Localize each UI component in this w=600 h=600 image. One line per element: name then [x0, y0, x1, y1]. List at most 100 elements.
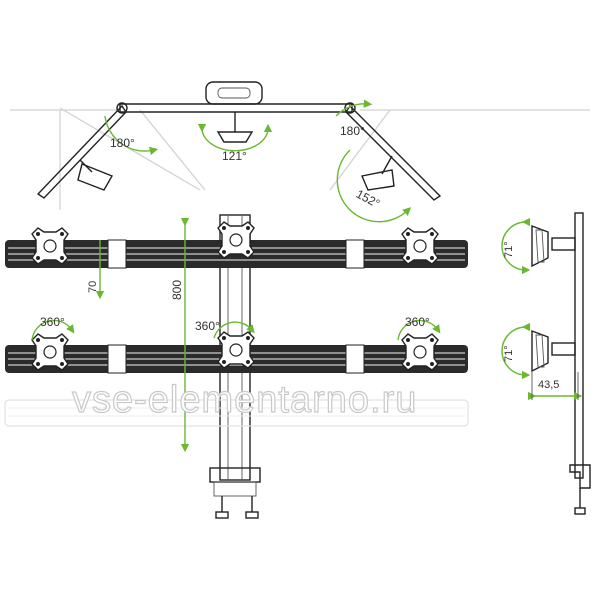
front-view: 800 70 360° 360° 360°: [4, 214, 469, 519]
watermark-text: vse-elementarno.ru: [72, 379, 417, 421]
vesa-plate: [401, 227, 439, 265]
vesa-screw-hole: [406, 362, 410, 366]
top-center-angle-label: 121°: [222, 149, 247, 163]
vesa-screw-hole: [430, 256, 434, 260]
vesa-plate-body: [31, 333, 69, 371]
vesa-plate: [217, 221, 255, 259]
vesa-plate: [31, 227, 69, 265]
top-arm-left: [36, 104, 127, 199]
vesa-screw-hole: [406, 338, 410, 342]
tilt-arc-lower: [501, 322, 531, 380]
rotation-left-label: 360°: [40, 315, 65, 329]
top-arm-right: [345, 104, 442, 201]
vesa-screw-hole: [60, 232, 64, 236]
left-mount-top: [77, 163, 114, 191]
shadow-bar: [4, 399, 469, 427]
vesa-plate: [401, 333, 439, 371]
rotation-arc-right: [397, 319, 441, 341]
bar-joint: [345, 344, 365, 374]
top-view: 180° 121° 180° 152°: [10, 81, 590, 223]
vesa-screw-hole: [246, 360, 250, 364]
vesa-screw-hole: [246, 336, 250, 340]
side-clamp-knob: [574, 507, 586, 515]
angle-arc-tilt: [336, 149, 412, 223]
clamp-handle-slot: [217, 87, 251, 99]
vesa-screw-hole: [222, 336, 226, 340]
pole-height-label: 800: [170, 280, 184, 300]
left-mount-stem: [79, 159, 93, 173]
vesa-hub: [43, 239, 57, 253]
right-mount-stem: [381, 155, 393, 175]
bar-joint: [107, 344, 127, 374]
side-tilt-upper-label: 71°: [503, 241, 515, 258]
top-right-tilt-label: 152°: [354, 187, 383, 211]
side-clamp: [569, 464, 591, 489]
vesa-screw-hole: [246, 250, 250, 254]
top-left-angle-label: 180°: [110, 136, 135, 150]
tilt-arc-upper: [501, 217, 531, 275]
vesa-screw-hole: [406, 256, 410, 260]
right-joint: [344, 102, 356, 114]
vesa-screw-hole: [36, 362, 40, 366]
bar-joint: [345, 239, 365, 269]
vesa-hub: [413, 345, 427, 359]
vesa-screw-hole: [246, 226, 250, 230]
center-mount-top: [216, 131, 254, 143]
side-mount-lower: [531, 329, 549, 373]
side-view: 71° 71° 43,5: [501, 212, 591, 515]
vesa-screw-hole: [430, 232, 434, 236]
clamp-knob-left: [215, 511, 229, 519]
side-arm-lower: [551, 342, 576, 356]
side-depth-label: 43,5: [538, 379, 559, 391]
vesa-hub: [229, 343, 243, 357]
clamp-knob-right: [245, 511, 259, 519]
clamp-handle: [205, 81, 263, 105]
bar-height-label: 70: [87, 281, 99, 293]
angle-arc-right: [335, 99, 373, 117]
vesa-plate-body: [217, 221, 255, 259]
rotation-center-label: 360°: [195, 319, 220, 333]
vesa-screw-hole: [60, 256, 64, 260]
vesa-screw-hole: [60, 338, 64, 342]
side-pole: [574, 212, 584, 479]
vesa-plate-body: [217, 331, 255, 369]
vesa-plates: [31, 221, 439, 371]
vesa-screw-hole: [36, 256, 40, 260]
vesa-hub: [413, 239, 427, 253]
side-tilt-lower-label: 71°: [503, 345, 515, 362]
desk-clamp-plate: [213, 481, 257, 497]
rotation-arc-left: [31, 319, 75, 341]
vesa-plate-body: [401, 333, 439, 371]
vesa-plate-body: [31, 227, 69, 265]
vesa-screw-hole: [36, 232, 40, 236]
vesa-hub: [43, 345, 57, 359]
ghost-line: [139, 109, 206, 191]
side-mount-upper: [531, 224, 549, 268]
vesa-plate-body: [401, 227, 439, 265]
rotation-arc-center: [213, 321, 255, 339]
bar-joint: [107, 239, 127, 269]
side-mount-upper-detail: [535, 229, 545, 263]
vesa-plate: [217, 331, 255, 369]
top-right-angle-label: 180°: [340, 124, 365, 138]
ghost-line: [329, 109, 391, 191]
vesa-screw-hole: [430, 362, 434, 366]
vesa-screw-hole: [222, 226, 226, 230]
vesa-screw-hole: [222, 250, 226, 254]
vesa-screw-hole: [222, 360, 226, 364]
angle-arc-center: [197, 123, 273, 152]
vesa-screw-hole: [430, 338, 434, 342]
side-arm-upper: [551, 237, 576, 251]
rotation-right-label: 360°: [405, 315, 430, 329]
vesa-screw-hole: [36, 338, 40, 342]
top-arm-center: [119, 103, 353, 113]
vesa-screw-hole: [406, 232, 410, 236]
side-mount-lower-detail: [535, 334, 545, 368]
right-mount-top: [361, 169, 395, 191]
angle-arc-left: [104, 115, 159, 156]
vesa-plate: [31, 333, 69, 371]
left-joint: [116, 102, 128, 114]
vesa-hub: [229, 233, 243, 247]
